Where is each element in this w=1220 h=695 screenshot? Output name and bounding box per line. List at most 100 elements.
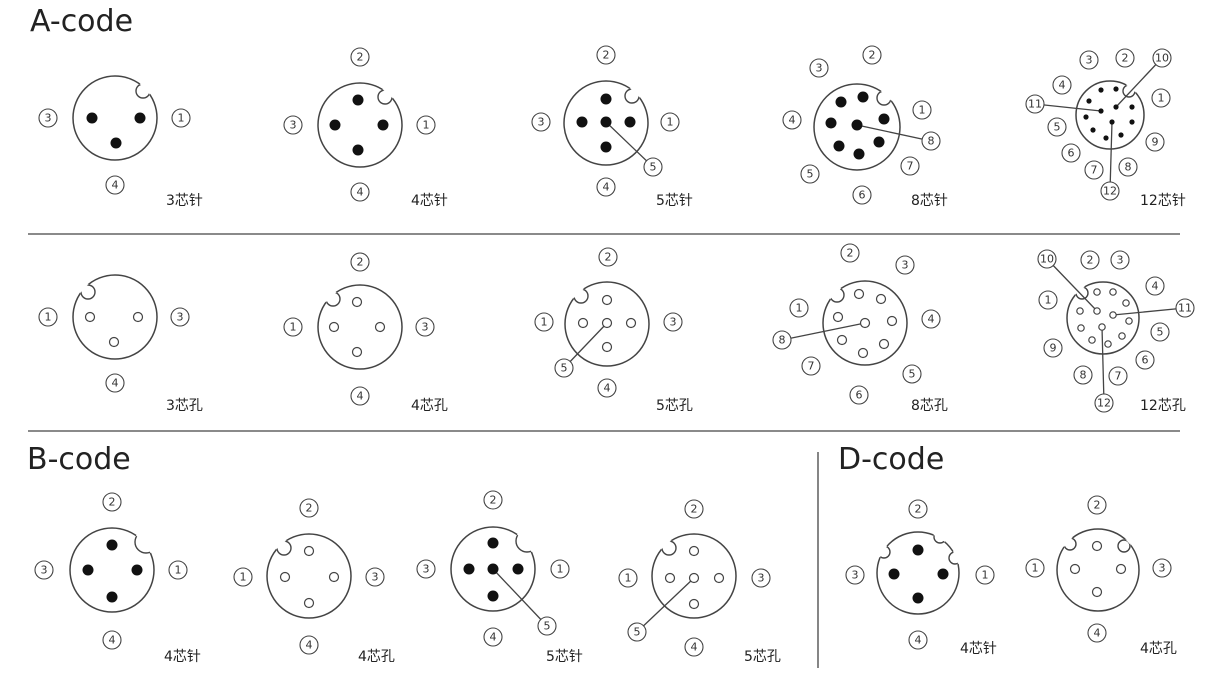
pin-number: 1 [175, 564, 182, 577]
pin-number-badge [38, 108, 58, 128]
pin-number: 3 [422, 321, 429, 334]
socket-hole [328, 571, 340, 583]
contact-pin [512, 563, 524, 575]
pin-number: 5 [650, 161, 657, 174]
pin-number-badge [1118, 157, 1138, 177]
pin-number-badge [789, 298, 809, 318]
pin-number: 3 [538, 116, 545, 129]
pin-number: 3 [1159, 562, 1166, 575]
connector-caption: 5芯孔 [656, 398, 693, 414]
pin-number: 1 [1032, 562, 1039, 575]
pin-number: 4 [112, 377, 119, 390]
contact-pin [888, 568, 900, 580]
socket-hole [853, 288, 865, 300]
pin-number-badge [684, 499, 704, 519]
pin-number: 3 [758, 572, 765, 585]
socket-hole [132, 311, 144, 323]
socket-hole [1122, 299, 1130, 307]
contact-pin [106, 539, 118, 551]
pin-number: 3 [816, 62, 823, 75]
contact-pin [1118, 132, 1124, 138]
keyway-notch [1117, 539, 1131, 553]
socket-hole [878, 338, 890, 350]
socket-hole [1104, 340, 1112, 348]
pin-number: 5 [909, 368, 916, 381]
socket-hole [303, 545, 315, 557]
pin-number-badge [772, 330, 792, 350]
pin-number-badge [751, 568, 771, 588]
pin-number-badge [921, 131, 941, 151]
connector-outline [266, 533, 352, 619]
contact-pin [1109, 119, 1115, 125]
pin-number: 4 [604, 382, 611, 395]
pin-number-badge [975, 565, 995, 585]
leader-line [1101, 326, 1105, 404]
pin-number: 4 [490, 631, 497, 644]
contact-pin [86, 112, 98, 124]
pin-number: 2 [915, 503, 922, 516]
contact-pin [352, 144, 364, 156]
leader-line [1034, 103, 1102, 112]
connector-outline [69, 527, 155, 613]
socket-hole [351, 346, 363, 358]
pin-number-badge [1061, 143, 1081, 163]
contact-pin [1113, 104, 1119, 110]
pin-number: 1 [178, 112, 185, 125]
contact-pin [106, 591, 118, 603]
connector-outline [876, 531, 960, 615]
pin-number: 9 [1050, 342, 1057, 355]
d-code-title: D-code [838, 442, 945, 477]
pin-number: 5 [807, 168, 814, 181]
socket-hole [351, 296, 363, 308]
pin-number-badge [1152, 48, 1172, 68]
pin-number: 2 [847, 247, 854, 260]
leader-line [563, 322, 608, 369]
connector-caption: 8芯孔 [911, 398, 948, 414]
contact-pin [82, 564, 94, 576]
pin-number: 3 [423, 563, 430, 576]
connector-caption: 4芯孔 [411, 398, 448, 414]
pin-number: 1 [625, 572, 632, 585]
pin-number-badge [483, 490, 503, 510]
pin-number-badge [1087, 495, 1107, 515]
leader-line [636, 577, 695, 633]
pin-number: 11 [1028, 98, 1042, 111]
contact-pin [1086, 98, 1092, 104]
pin-number: 7 [907, 160, 914, 173]
a-code-title: A-code [30, 4, 134, 39]
pin-number-badge [1110, 250, 1130, 270]
pin-number-badge [1038, 290, 1058, 310]
socket-hole [832, 311, 844, 323]
pin-number-badge [643, 157, 663, 177]
contact-pin [110, 137, 122, 149]
socket-hole [328, 321, 340, 333]
leader-line [856, 124, 932, 142]
pin-number: 4 [1059, 79, 1066, 92]
connector-caption: 4芯针 [960, 641, 997, 657]
socket-hole [664, 572, 676, 584]
connector-caption: 3芯孔 [166, 398, 203, 414]
pin-number-badge [365, 567, 385, 587]
socket-hole [577, 317, 589, 329]
pin-number-badge [1043, 338, 1063, 358]
pin-number-badge [34, 560, 54, 580]
pin-number: 3 [852, 569, 859, 582]
pin-number: 7 [1091, 164, 1098, 177]
pin-number-badge [1025, 94, 1045, 114]
pin-number: 4 [357, 186, 364, 199]
pin-number-badge [299, 635, 319, 655]
pin-number: 1 [1158, 92, 1165, 105]
pin-number-badge [895, 255, 915, 275]
pin-number-badge [845, 565, 865, 585]
connector-outline [317, 82, 403, 168]
pin-number: 4 [691, 641, 698, 654]
socket-hole [1109, 288, 1117, 296]
pin-number: 7 [808, 360, 815, 373]
pin-number: 6 [856, 389, 863, 402]
socket-hole [1069, 563, 1081, 575]
